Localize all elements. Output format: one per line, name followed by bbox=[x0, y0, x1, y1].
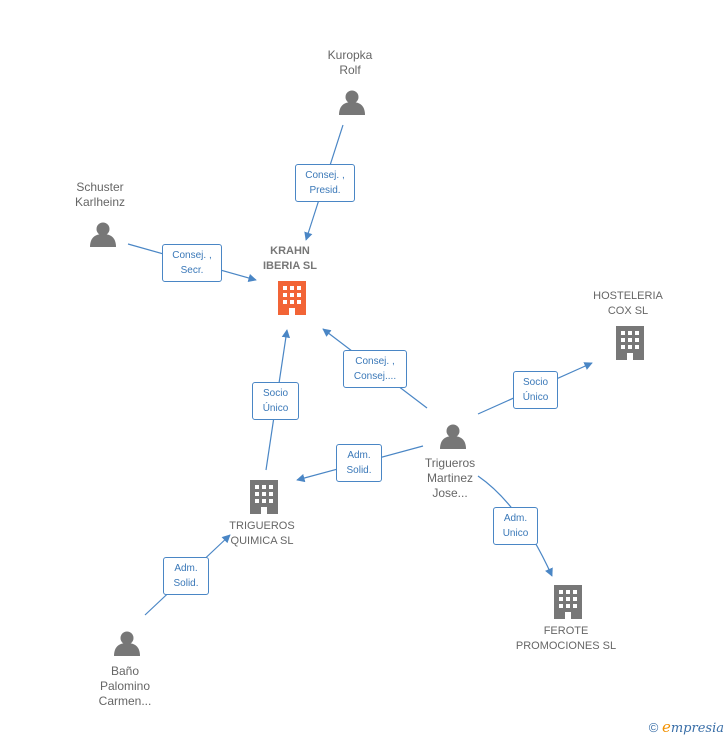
edge-label-e7[interactable]: Adm. Unico bbox=[493, 507, 538, 545]
person-icon-bano[interactable] bbox=[114, 631, 140, 657]
node-label-bano[interactable]: Baño Palomino Carmen... bbox=[98, 664, 152, 708]
building-icon-hosteleria[interactable] bbox=[616, 326, 644, 360]
empresia-watermark: © empresia bbox=[649, 718, 724, 736]
person-icon-kuropka[interactable] bbox=[339, 90, 365, 116]
node-label-hosteleria[interactable]: HOSTELERIA COX SL bbox=[593, 290, 663, 317]
edge-label-e6[interactable]: Adm. Solid. bbox=[336, 444, 382, 482]
person-icon-schuster[interactable] bbox=[90, 222, 116, 248]
node-label-trigueros-martinez[interactable]: Trigueros Martinez Jose... bbox=[424, 456, 476, 500]
copyright-symbol: © bbox=[648, 720, 659, 735]
node-label-krahn[interactable]: KRAHN IBERIA SL bbox=[263, 245, 317, 272]
brand-logo-letter: e bbox=[661, 718, 671, 736]
edge-label-e8[interactable]: Adm. Solid. bbox=[163, 557, 209, 595]
edge-label-e3[interactable]: Consej. , Consej.... bbox=[343, 350, 407, 388]
edge-label-e5[interactable]: Socio Único bbox=[513, 371, 558, 409]
edge-label-e4[interactable]: Socio Único bbox=[252, 382, 299, 420]
node-label-kuropka[interactable]: Kuropka Rolf bbox=[327, 48, 373, 77]
node-label-ferote[interactable]: FEROTE PROMOCIONES SL bbox=[515, 625, 617, 652]
edge-label-e2[interactable]: Consej. , Secr. bbox=[162, 244, 222, 282]
building-icon-ferote[interactable] bbox=[554, 585, 582, 619]
building-icon-trigueros-quimica[interactable] bbox=[250, 480, 278, 514]
building-icon-krahn[interactable] bbox=[278, 281, 306, 315]
person-icon-trigueros-martinez[interactable] bbox=[440, 424, 466, 450]
brand-logo-text: mpresia bbox=[670, 721, 724, 736]
edge-label-e1[interactable]: Consej. , Presid. bbox=[295, 164, 355, 202]
node-label-schuster[interactable]: Schuster Karlheinz bbox=[74, 180, 126, 209]
node-label-trigueros-quimica[interactable]: TRIGUEROS QUIMICA SL bbox=[229, 520, 295, 547]
